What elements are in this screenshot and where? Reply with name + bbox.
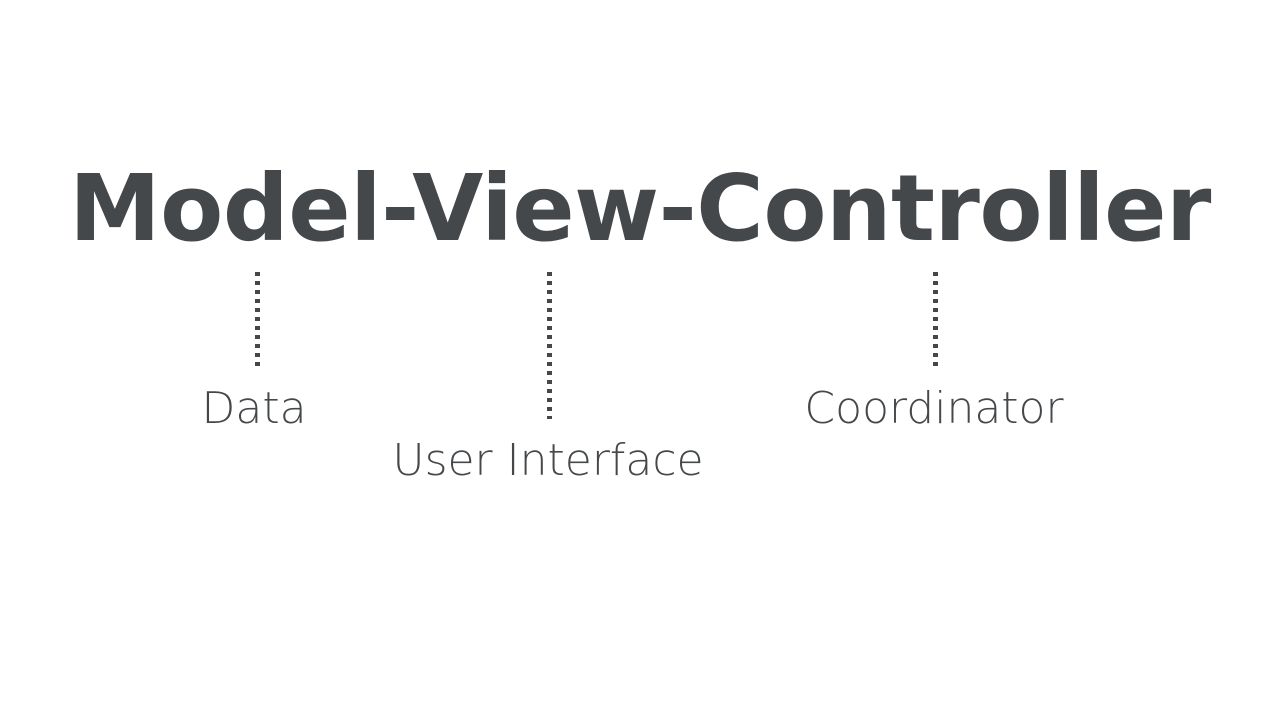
label-view-user-interface: User Interface (392, 435, 704, 486)
page-title: Model-View-Controller (69, 155, 1211, 262)
label-model-data: Data (201, 383, 307, 434)
connector-line-controller (933, 272, 938, 369)
connector-line-view (547, 272, 552, 419)
connector-line-model (255, 272, 260, 369)
label-controller-coordinator: Coordinator (804, 383, 1064, 434)
